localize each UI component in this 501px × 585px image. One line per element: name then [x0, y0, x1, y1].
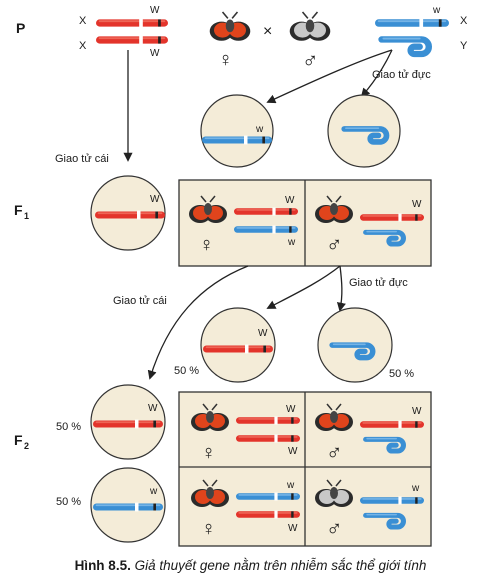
allele-label-w-upper: W: [148, 403, 158, 414]
female-symbol-icon: ♀: [201, 518, 216, 540]
allele-label-w-lower: w: [149, 486, 158, 497]
cross-symbol: ×: [263, 23, 272, 40]
label-x: X: [79, 15, 87, 27]
allele-label-w-upper: W: [288, 446, 298, 457]
chromosome-x-red: [360, 420, 424, 429]
chromosome-x-red: [96, 18, 168, 28]
figure-caption-text: Giả thuyết gene nằm trên nhiễm sắc thể g…: [134, 558, 427, 573]
label-male-gamete: Giao tử đực: [372, 69, 431, 81]
arrow-female-gamete: [147, 265, 249, 380]
allele-label-w-upper: W: [150, 5, 160, 16]
allele-label-w-lower: w: [432, 5, 441, 16]
chromosome-x-blue: [202, 135, 272, 145]
chromosome-x-red: [93, 419, 163, 429]
allele-label-w-upper: W: [150, 48, 160, 59]
percentage-label: 50 %: [56, 421, 81, 433]
female-symbol-icon: ♀: [218, 49, 233, 71]
chromosome-x-blue: [234, 225, 298, 234]
chromosome-x-red: [236, 416, 300, 425]
fly-red-eyed-icon: [208, 11, 252, 42]
arrow-male-gamete-x: [266, 49, 393, 104]
arrow-male-gamete: [336, 265, 346, 312]
label-x: X: [460, 15, 468, 27]
allele-label-w-upper: W: [412, 199, 422, 210]
chromosome-x-red: [234, 207, 298, 216]
allele-label-w-upper: W: [285, 195, 295, 206]
allele-label-w-lower: w: [287, 237, 296, 248]
gamete-circle: [200, 307, 276, 383]
generation-label-f1-subscript: 1: [24, 211, 29, 221]
generation-label-f1: F: [14, 202, 23, 218]
label-x: X: [79, 40, 87, 52]
chromosome-x-blue: [236, 492, 300, 501]
chromosome-x-red: [203, 344, 273, 354]
male-symbol-icon: ♂: [326, 516, 343, 541]
label-y: Y: [460, 40, 468, 52]
chromosome-x-red: [96, 35, 168, 45]
allele-label-w-lower: w: [255, 124, 264, 135]
female-symbol-icon: ♀: [201, 442, 216, 464]
allele-label-w-upper: W: [286, 404, 296, 415]
male-symbol-icon: ♂: [326, 440, 343, 465]
allele-label-w-upper: W: [150, 194, 160, 205]
figure-caption-number: Hình 8.5.: [74, 558, 131, 573]
arrow-female-gamete-to-male: [266, 265, 341, 309]
percentage-label: 50 %: [174, 365, 199, 377]
percentage-label: 50 %: [56, 496, 81, 508]
generation-label-f2: F: [14, 432, 23, 448]
label-male-gamete: Giao tử đực: [349, 277, 408, 289]
allele-label-w-lower: w: [286, 480, 295, 491]
allele-label-w-upper: W: [258, 328, 268, 339]
percentage-label: 50 %: [389, 368, 414, 380]
chromosome-x-blue: [375, 18, 449, 28]
male-symbol-icon: ♂: [326, 232, 343, 257]
chromosome-x-red: [360, 213, 424, 222]
female-symbol-icon: ♀: [199, 234, 214, 256]
male-symbol-icon: ♂: [302, 48, 319, 73]
generation-label-p: P: [16, 20, 25, 36]
chromosome-x-blue: [360, 496, 424, 505]
generation-label-f2-subscript: 2: [24, 441, 29, 451]
gamete-circle: [200, 94, 274, 168]
allele-label-w-upper: W: [412, 406, 422, 417]
chromosome-x-red: [95, 210, 165, 220]
fly-white-eyed-icon: [288, 11, 332, 42]
label-female-gamete: Giao tử cái: [113, 295, 167, 307]
label-female-gamete: Giao tử cái: [55, 153, 109, 165]
chromosome-x-red: [236, 510, 300, 519]
chromosome-x-red: [236, 434, 300, 443]
figure-caption: Hình 8.5. Giả thuyết gene nằm trên nhiễm…: [0, 558, 501, 573]
arrow-male-gamete-y: [360, 49, 393, 98]
allele-label-w-lower: w: [411, 483, 420, 494]
chromosome-x-blue: [93, 502, 163, 512]
allele-label-w-upper: W: [288, 523, 298, 534]
